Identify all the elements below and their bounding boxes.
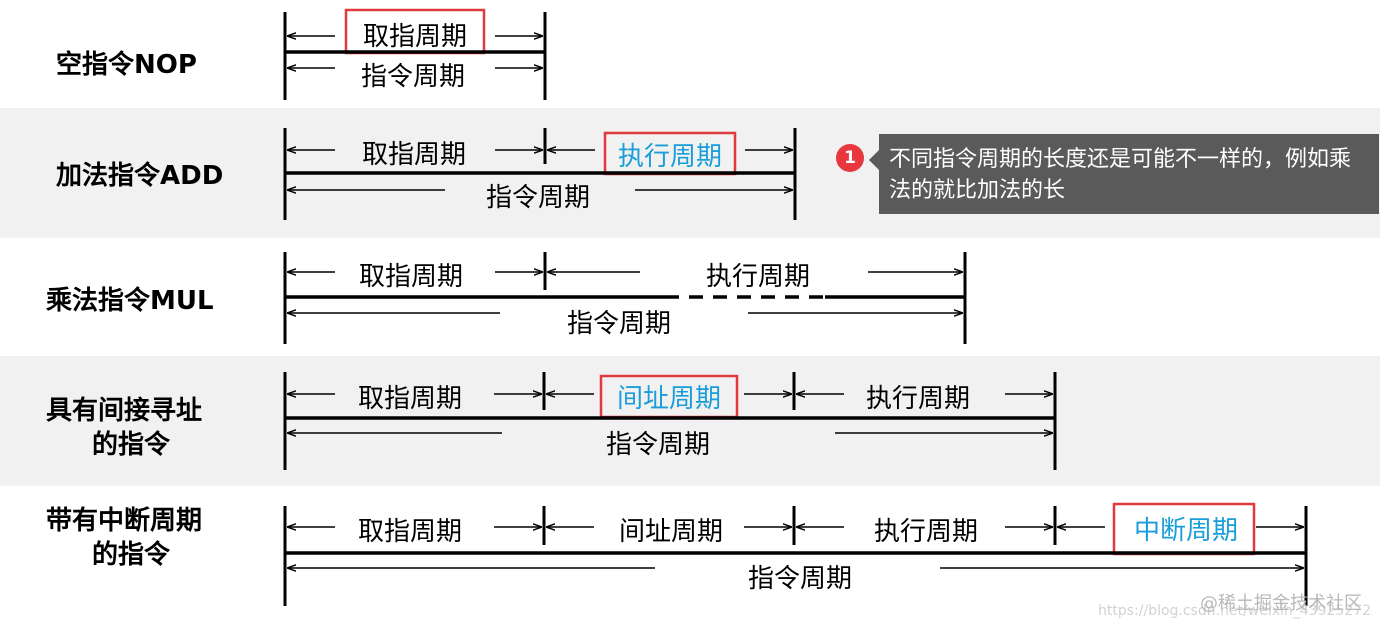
nop-instruction-label: 指令周期 — [361, 62, 465, 92]
interrupt-execute-label: 执行周期 — [874, 517, 978, 547]
row-label-nop: 空指令NOP — [56, 50, 197, 80]
row-interrupt-timeline: 取指周期 间址周期 执行周期 中断周期 指令周期 — [283, 502, 1308, 606]
row-indirect-timeline: 取指周期 间址周期 执行周期 指令周期 — [283, 372, 1057, 470]
row-label-interrupt-line2: 的指令 — [92, 540, 171, 570]
interrupt-interrupt-label: 中断周期 — [1134, 516, 1238, 546]
annotation-note-text: 不同指令周期的长度还是可能不一样的，例如乘法的就比加法的长 — [889, 147, 1352, 203]
background-band-5 — [0, 486, 1380, 630]
interrupt-indirect-label: 间址周期 — [619, 517, 723, 547]
background-band-4 — [0, 356, 1380, 486]
mul-execute-label: 执行周期 — [706, 262, 810, 292]
watermark-primary: @稀土掘金技术社区 — [1200, 593, 1362, 614]
row-mul-timeline: 取指周期 执行周期 指令周期 — [283, 252, 967, 344]
mul-instruction-label: 指令周期 — [567, 309, 671, 339]
mul-fetch-label: 取指周期 — [359, 262, 463, 292]
add-instruction-label: 指令周期 — [486, 183, 590, 213]
indirect-fetch-label: 取指周期 — [358, 384, 462, 414]
note-pointer — [869, 150, 879, 170]
row-nop-timeline: 取指周期 指令周期 — [283, 8, 547, 100]
row-label-mul: 乘法指令MUL — [46, 286, 214, 316]
row-label-add: 加法指令ADD — [56, 161, 224, 191]
background-band-1 — [0, 0, 1380, 108]
row-label-interrupt-line1: 带有中断周期 — [46, 506, 203, 536]
row-label-indirect-line1: 具有间接寻址 — [46, 396, 203, 426]
watermark-secondary: https://blog.csdn.net/weixin_43925272 — [1098, 603, 1372, 619]
add-fetch-label: 取指周期 — [362, 140, 466, 170]
row-label-indirect-line2: 的指令 — [92, 430, 171, 460]
interrupt-instruction-label: 指令周期 — [748, 564, 852, 594]
note-number-badge[interactable]: 1 — [836, 144, 864, 172]
indirect-instruction-label: 指令周期 — [606, 430, 710, 460]
row-add-timeline: 取指周期 执行周期 指令周期 — [283, 128, 797, 220]
nop-fetch-label: 取指周期 — [363, 22, 467, 52]
annotation-note[interactable]: 不同指令周期的长度还是可能不一样的，例如乘法的就比加法的长 — [879, 134, 1379, 214]
indirect-execute-label: 执行周期 — [866, 384, 970, 414]
interrupt-fetch-label: 取指周期 — [358, 517, 462, 547]
indirect-indirect-label: 间址周期 — [617, 384, 721, 414]
add-execute-label: 执行周期 — [618, 142, 722, 172]
